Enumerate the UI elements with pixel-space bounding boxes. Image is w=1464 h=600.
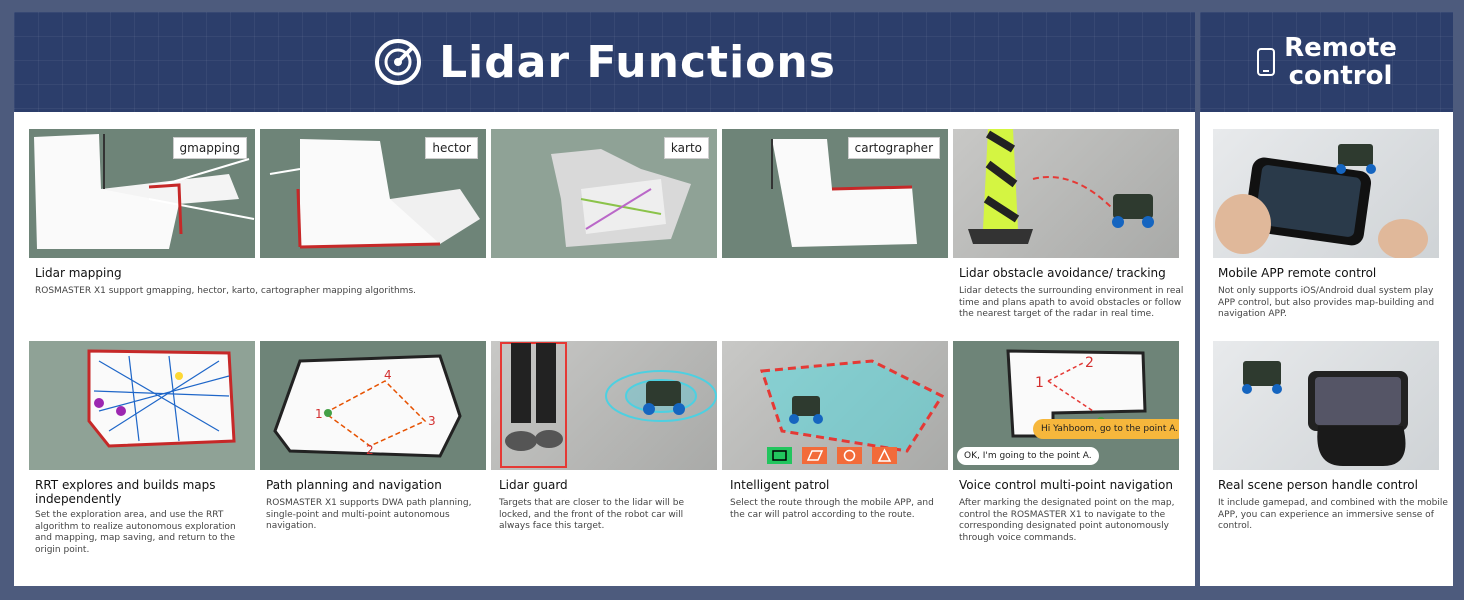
cartographer-map-image: cartographer	[722, 129, 948, 258]
lidar-mapping-title: Lidar mapping	[35, 266, 122, 280]
lidar-guard-photo	[491, 341, 717, 470]
gmapping-tag: gmapping	[172, 137, 247, 159]
remote-title-line1: Remote	[1284, 33, 1397, 63]
circle-route-icon[interactable]	[837, 447, 862, 464]
path-point-3: 3	[428, 414, 436, 428]
phone-icon	[1257, 48, 1276, 76]
path-point-1: 1	[315, 407, 323, 421]
triangle-route-icon[interactable]	[872, 447, 897, 464]
hector-map-image: hector	[260, 129, 486, 258]
rrt-map-image	[29, 341, 255, 470]
mobile-app-desc: Not only supports iOS/Android dual syste…	[1218, 286, 1435, 319]
obstacle-avoidance-title: Lidar obstacle avoidance/ tracking	[959, 266, 1166, 280]
remote-control-title: Remote control	[1284, 34, 1397, 90]
square-route-icon[interactable]	[767, 447, 792, 464]
karto-tag: karto	[663, 137, 709, 159]
remote-control-header: Remote control	[1200, 12, 1453, 112]
radar-icon	[375, 39, 422, 85]
voice-navigation-desc: After marking the designated point on th…	[959, 498, 1175, 543]
rrt-desc: Set the exploration area, and use the RR…	[35, 510, 236, 555]
voice-reply-bubble: OK, I'm going to the point A.	[957, 447, 1099, 465]
remote-title-line2: control	[1288, 61, 1393, 91]
voice-navigation-image: 1 2 Hi Yahboom, go to the point A. OK, I…	[953, 341, 1179, 470]
path-point-4: 4	[384, 368, 392, 382]
gmapping-map-image: gmapping	[29, 129, 255, 258]
parallelogram-route-icon[interactable]	[802, 447, 827, 464]
cartographer-tag: cartographer	[847, 137, 940, 159]
intelligent-patrol-photo	[722, 341, 948, 470]
voice-navigation-title: Voice control multi-point navigation	[959, 478, 1173, 492]
path-planning-image: 1 2 3 4	[260, 341, 486, 470]
karto-map-image: karto	[491, 129, 717, 258]
lidar-functions-header: Lidar Functions	[14, 12, 1195, 112]
lidar-guard-title: Lidar guard	[499, 478, 568, 492]
lidar-guard-desc: Targets that are closer to the lidar wil…	[499, 498, 684, 531]
path-planning-desc: ROSMASTER X1 supports DWA path planning,…	[266, 498, 472, 531]
hector-tag: hector	[425, 137, 478, 159]
gamepad-photo	[1213, 341, 1439, 470]
voice-command-bubble: Hi Yahboom, go to the point A.	[1033, 419, 1179, 439]
obstacle-avoidance-desc: Lidar detects the surrounding environmen…	[959, 286, 1184, 319]
remote-control-panel: Remote control Mobile APP remote control…	[1200, 12, 1453, 586]
handle-control-title: Real scene person handle control	[1218, 478, 1418, 492]
obstacle-avoidance-photo	[953, 129, 1179, 258]
patrol-desc: Select the route through the mobile APP,…	[730, 498, 934, 520]
rrt-title: RRT explores and builds maps independent…	[35, 478, 216, 506]
voice-point-1: 1	[1035, 375, 1044, 391]
path-point-2: 2	[366, 443, 374, 457]
voice-point-2: 2	[1085, 355, 1094, 371]
page-title: Lidar Functions	[439, 36, 836, 88]
path-planning-title: Path planning and navigation	[266, 478, 442, 492]
patrol-title: Intelligent patrol	[730, 478, 830, 492]
handle-control-desc: It include gamepad, and combined with th…	[1218, 498, 1448, 531]
mobile-app-photo	[1213, 129, 1439, 258]
lidar-mapping-desc: ROSMASTER X1 support gmapping, hector, k…	[35, 286, 416, 296]
mobile-app-title: Mobile APP remote control	[1218, 266, 1377, 280]
lidar-functions-panel: Lidar Functions gmapping hector	[14, 12, 1195, 586]
